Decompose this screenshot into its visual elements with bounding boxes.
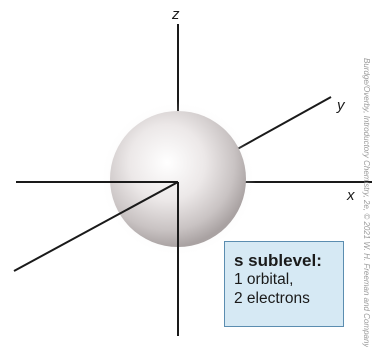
x-axis-label: x	[346, 187, 355, 204]
copyright-credit: Burdge/Overby, Introductory Chemistry, 2…	[362, 58, 371, 347]
y-axis-label: y	[336, 97, 346, 114]
z-axis-label: z	[171, 6, 180, 23]
y-axis-lower	[13, 181, 179, 272]
orbital-count: 1 orbital,	[234, 271, 294, 288]
s-orbital-sphere	[110, 111, 246, 247]
sublevel-title: s sublevel:	[234, 251, 322, 270]
sublevel-info-box: s sublevel: 1 orbital, 2 electrons	[224, 241, 344, 327]
orbital-diagram: z y x	[13, 6, 372, 336]
electron-count: 2 electrons	[234, 290, 310, 307]
